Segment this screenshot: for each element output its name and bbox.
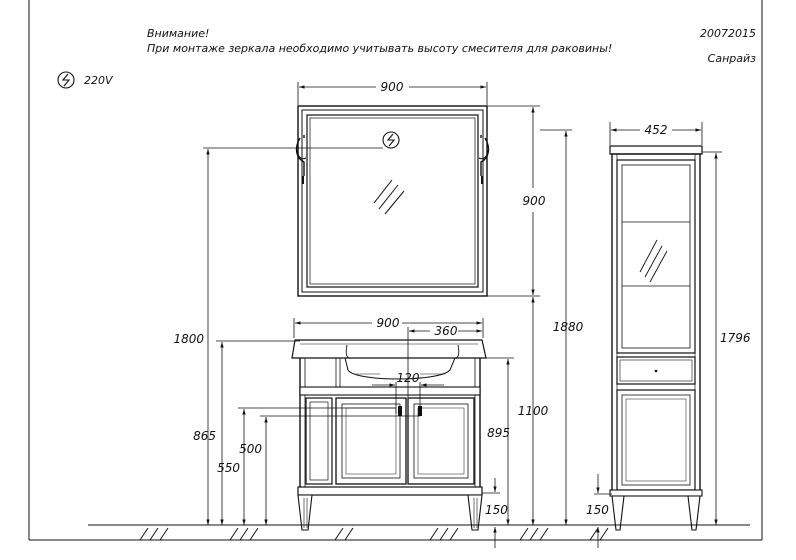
product-name: Санрайз: [708, 52, 756, 65]
vanity-door-left: [335, 397, 407, 485]
vanity-side-panel: [305, 397, 333, 485]
sink-basin: [344, 357, 456, 380]
vanity-countertop: [291, 339, 487, 359]
dim-height-1880: [540, 129, 572, 525]
dim-height-550-label: 550: [217, 461, 240, 475]
cabinet-lower-door: [616, 389, 696, 491]
dim-height-550: [238, 407, 396, 525]
dim-cabinet-width: [609, 122, 703, 145]
dim-leg-vanity: [482, 478, 500, 548]
dim-vanity-width-label: 900: [377, 316, 400, 330]
vanity-body: [297, 358, 483, 496]
dim-height-1800-label: 1800: [173, 332, 204, 346]
dim-leg-vanity-label: 150: [485, 503, 508, 517]
dim-mirror-height: [487, 105, 540, 297]
attention-title: Внимание!: [147, 27, 209, 40]
dim-height-1880-label: 1880: [553, 320, 584, 334]
vanity-door-right: [407, 397, 475, 485]
dim-height-500: [260, 415, 420, 525]
dim-mirror-height-label: 900: [523, 194, 546, 208]
dim-mirror-width: [297, 82, 488, 105]
dim-mirror-width-label: 900: [381, 80, 404, 94]
dim-faucet-spacing: [372, 382, 444, 414]
dim-cabinet-height: [702, 151, 722, 525]
floor-line: [88, 524, 750, 541]
dim-height-895-label: 895: [487, 426, 510, 440]
voltage-label: 220V: [84, 74, 114, 87]
dim-faucet-spacing-label: 120: [397, 371, 420, 385]
mirror-socket-icon: [382, 131, 400, 149]
dim-height-1800: [203, 147, 383, 525]
mirror-lamp-left: [295, 135, 307, 184]
dim-height-1100-label: 1100: [518, 404, 549, 418]
dim-leg-cabinet-label: 150: [586, 503, 609, 517]
dim-vanity-width: [293, 318, 484, 338]
drawing-code: 20072015: [700, 27, 756, 40]
dim-cabinet-height-label: 1796: [720, 331, 751, 345]
lightning-socket-icon: [57, 71, 75, 89]
dim-leg-cabinet: [594, 474, 612, 548]
dim-height-865: [216, 340, 300, 525]
mirror-lamp-right: [478, 135, 490, 184]
cabinet-glass-door: [616, 159, 696, 354]
dim-sink-offset: [407, 327, 482, 420]
cabinet-legs: [609, 489, 703, 531]
sheet-border: [28, 0, 763, 541]
dim-height-865-label: 865: [193, 429, 216, 443]
vanity-leg-left: [297, 494, 313, 531]
dim-sink-offset-label: 360: [435, 324, 458, 338]
dim-height-895: [486, 357, 514, 525]
tall-cabinet: [609, 145, 703, 495]
mounting-note: При монтаже зеркала необходимо учитывать…: [147, 42, 612, 55]
vanity-handles: [398, 406, 422, 416]
cabinet-drawer: [616, 356, 696, 385]
dim-height-500-label: 500: [239, 442, 262, 456]
dim-cabinet-width-label: 452: [645, 123, 668, 137]
vanity-leg-right: [467, 494, 483, 531]
mirror: [297, 105, 488, 297]
